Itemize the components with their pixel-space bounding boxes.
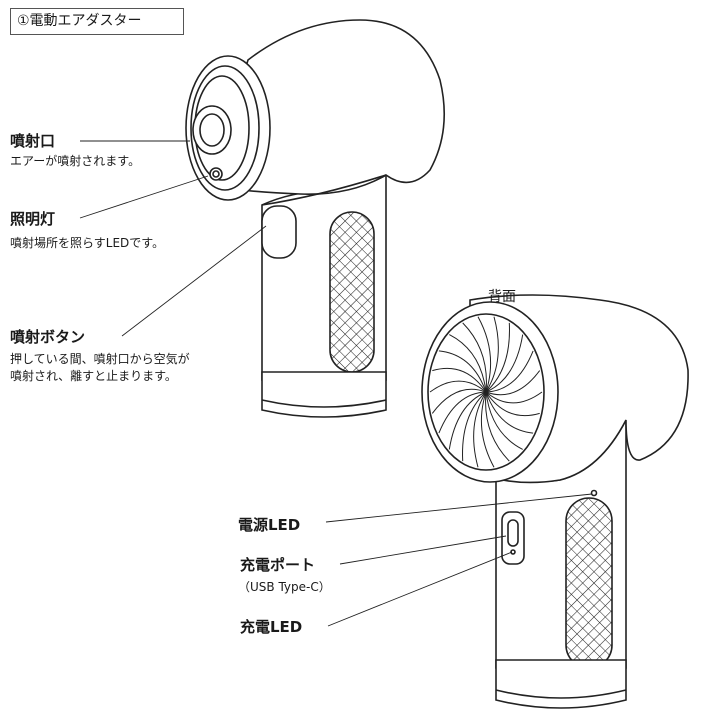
label-nozzle: 噴射口 (10, 132, 56, 150)
fan-blade (431, 388, 487, 414)
fan-blade (485, 391, 540, 417)
fan-blade (438, 391, 487, 434)
label-charge-led: 充電LED (240, 618, 303, 636)
fan-blade (485, 391, 510, 462)
fan-blade (485, 334, 524, 393)
desc-nozzle: エアーが噴射されます。 (10, 154, 141, 168)
fan-blade (485, 370, 541, 396)
fan-blade (462, 391, 487, 462)
leader-light (79, 175, 209, 219)
desc-button-1: 押している間、噴射口から空気が (10, 352, 190, 366)
fan-blade (432, 367, 487, 393)
fan-blade (473, 391, 487, 468)
label-button: 噴射ボタン (10, 328, 86, 346)
desc-charge-port: （USB Type-C） (238, 580, 331, 594)
fan-blade (477, 316, 492, 393)
fan-blade (438, 350, 487, 393)
leader-charge-led (327, 551, 513, 627)
label-power-led: 電源LED (238, 516, 301, 534)
fan-blade (448, 391, 487, 450)
label-charge-port: 充電ポート (240, 556, 316, 574)
desc-light: 噴射場所を照らすLEDです。 (10, 236, 165, 250)
leader-power-led (325, 493, 593, 523)
fan-blade (485, 391, 543, 404)
fan-blade (485, 391, 534, 434)
desc-button-2: 噴射され、離すと止まります。 (10, 369, 177, 383)
label-light: 照明灯 (10, 210, 56, 228)
fan-blade (485, 391, 523, 450)
fan-blade (429, 380, 487, 393)
fan-blade (480, 391, 495, 468)
front-device (185, 19, 445, 418)
fan-blade (485, 322, 510, 393)
fan-blade (485, 350, 534, 393)
section-title: ①電動エアダスター (10, 8, 184, 35)
back-device (421, 294, 689, 709)
leader-lines (79, 140, 593, 627)
leader-button (121, 225, 267, 337)
back-view-label: 背面 (488, 289, 516, 305)
fan-blades (429, 316, 543, 468)
fan-blade (462, 322, 487, 393)
leader-charge-port (339, 535, 507, 565)
fan-blade (449, 334, 487, 393)
fan-blade (485, 316, 499, 393)
